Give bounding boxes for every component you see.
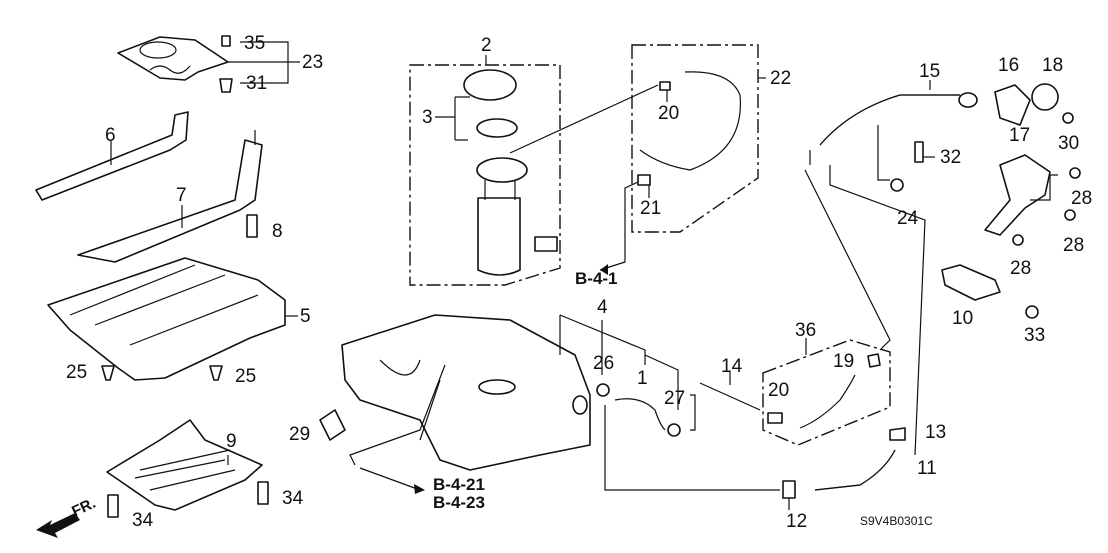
label-32: 32 — [940, 147, 962, 168]
label-28b: 28 — [1063, 235, 1085, 256]
fuel-cap-18 — [1031, 83, 1059, 111]
fuel-tank — [341, 314, 591, 471]
label-21: 21 — [640, 198, 662, 219]
label-12: 12 — [786, 511, 808, 532]
label-7: 7 — [176, 185, 187, 206]
label-6: 6 — [105, 125, 116, 146]
tank-hose — [349, 364, 446, 466]
label-17: 17 — [1009, 125, 1031, 146]
label-3: 3 — [422, 107, 433, 128]
label-2: 2 — [481, 35, 492, 56]
label-25b: 25 — [235, 366, 257, 387]
bolt-28b — [1064, 209, 1076, 221]
label-27: 27 — [664, 388, 686, 409]
bolt-28c — [1012, 234, 1024, 246]
clip-19 — [867, 353, 881, 368]
label-34a: 34 — [282, 488, 304, 509]
bolt-8 — [246, 214, 258, 238]
cover-part-23 — [117, 36, 229, 81]
filler-base-16 — [994, 84, 1031, 126]
feed-pipe-22 — [639, 71, 742, 171]
fuel-pump-2 — [463, 69, 558, 276]
clamp-26 — [596, 383, 610, 397]
label-23: 23 — [302, 52, 324, 73]
filter-14 — [699, 382, 761, 411]
screw-35 — [221, 35, 231, 47]
ref-b-4-1[interactable]: B-4-1 — [575, 269, 618, 288]
clip-25b — [209, 365, 223, 381]
bolt-28a — [1069, 167, 1081, 179]
clamp-12 — [782, 480, 796, 499]
bracket-17 — [984, 154, 1051, 236]
label-1: 1 — [637, 368, 648, 389]
hose-kit-36-outline — [762, 339, 891, 446]
label-33: 33 — [1024, 325, 1046, 346]
rear-shield-9 — [106, 419, 263, 511]
front-arrow-icon — [36, 513, 80, 538]
pipe-kit-outline — [631, 44, 759, 233]
label-28c: 28 — [1010, 258, 1032, 279]
label-18: 18 — [1042, 55, 1064, 76]
clip-20b — [767, 412, 783, 424]
bracket-10 — [941, 264, 1001, 301]
label-9: 9 — [226, 431, 237, 452]
strap-6 — [35, 111, 189, 201]
drawing-code: S9V4B0301C — [860, 514, 933, 528]
label-10: 10 — [952, 308, 974, 329]
label-19: 19 — [833, 351, 855, 372]
filler-pipe-15 — [819, 92, 978, 146]
filler-hose-11 — [814, 449, 896, 491]
label-13: 13 — [925, 422, 947, 443]
tank-outlet — [572, 395, 588, 415]
clip-25a — [101, 365, 115, 381]
label-8: 8 — [272, 221, 283, 242]
leader-23 — [228, 41, 300, 84]
label-26: 26 — [593, 353, 615, 374]
label-35: 35 — [244, 33, 266, 54]
label-24: 24 — [897, 208, 919, 229]
label-14: 14 — [721, 356, 743, 377]
tank-shield-5 — [47, 257, 286, 381]
label-20b: 20 — [768, 380, 790, 401]
hose-36 — [799, 374, 856, 429]
bolt-30 — [1062, 112, 1074, 124]
label-11: 11 — [917, 458, 937, 479]
clip-31 — [219, 78, 233, 93]
label-25a: 25 — [66, 362, 88, 383]
ref-b-4-21[interactable]: B-4-21 — [433, 475, 485, 494]
label-4: 4 — [597, 297, 608, 318]
bolt-34b — [107, 494, 119, 518]
label-31: 31 — [246, 73, 268, 94]
label-5: 5 — [300, 306, 311, 327]
bolt-33 — [1025, 305, 1039, 319]
clip-29 — [319, 409, 346, 441]
clamp-27 — [667, 423, 681, 437]
strap-7 — [77, 139, 263, 263]
label-36: 36 — [795, 320, 817, 341]
label-28a: 28 — [1071, 188, 1093, 209]
label-29: 29 — [289, 424, 311, 445]
label-20a: 20 — [658, 103, 680, 124]
label-30: 30 — [1058, 133, 1080, 154]
pump-kit-outline — [409, 64, 561, 286]
label-16: 16 — [998, 55, 1020, 76]
bolt-34a — [257, 481, 269, 505]
clamp-13 — [889, 427, 906, 441]
label-22: 22 — [770, 68, 792, 89]
bolt-32 — [914, 141, 924, 163]
label-34b: 34 — [132, 510, 154, 531]
ref-b-4-23[interactable]: B-4-23 — [433, 493, 485, 512]
bolt-24 — [890, 178, 904, 192]
label-15: 15 — [919, 61, 941, 82]
